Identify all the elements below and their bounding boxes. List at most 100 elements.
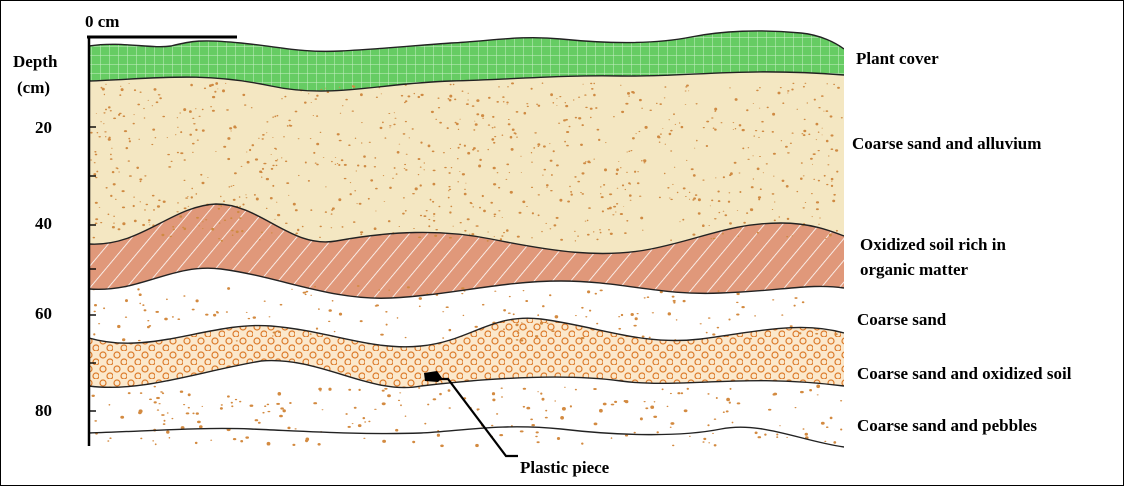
speckle [264,301,266,302]
speckle [154,401,157,403]
speckle [707,424,709,426]
speckle [462,173,465,175]
speckle [632,137,635,139]
speckle [102,88,105,91]
speckle [630,200,632,201]
speckle [590,117,592,118]
speckle [118,172,120,173]
speckle [289,125,291,126]
speckle [684,409,688,412]
speckle [223,146,226,148]
speckle [202,228,203,229]
speckle [544,169,547,171]
speckle [614,401,617,403]
speckle [184,159,186,161]
speckle [94,162,96,163]
speckle [191,196,193,198]
speckle [344,178,347,179]
speckle [231,131,232,132]
speckle [105,136,106,137]
speckle [200,174,202,176]
speckle [313,115,314,116]
speckle [262,134,265,136]
speckle [256,198,259,201]
speckle [276,403,280,405]
speckle [474,121,475,122]
speckle [773,176,774,177]
speckle [164,318,168,321]
speckle [180,152,183,154]
speckle [249,149,251,151]
speckle [706,332,708,334]
speckle [96,171,98,173]
speckle [835,333,838,335]
speckle [136,167,139,169]
speckle [693,197,696,199]
speckle [748,147,749,148]
speckle [582,124,584,126]
speckle [794,305,796,307]
speckle [508,123,511,125]
speckle [205,314,208,316]
speckle [805,202,806,203]
speckle [156,397,160,399]
speckle [477,150,479,151]
speckle [406,154,408,155]
speckle [304,102,307,104]
speckle [513,313,515,315]
speckle [266,178,269,180]
speckle [285,223,288,224]
speckle [821,95,824,97]
speckle [172,226,174,228]
speckle [542,175,544,176]
speckle [509,296,511,297]
speckle [419,297,422,300]
speckle [144,175,146,176]
speckle [149,325,152,327]
speckle [193,123,196,124]
speckle [126,147,129,149]
speckle [140,201,141,202]
speckle [262,412,264,414]
speckle [533,147,535,149]
speckle [163,201,166,203]
speckle [595,107,597,109]
speckle [92,395,95,397]
speckle [524,112,527,115]
speckle [830,417,833,420]
speckle [446,306,449,308]
speckle [712,433,714,434]
speckle [569,126,571,128]
speckle [122,222,125,225]
speckle [517,332,520,333]
speckle [94,304,97,306]
speckle [277,115,279,117]
speckle [202,221,203,222]
speckle [394,112,395,113]
speckle [636,133,637,134]
speckle [649,337,651,339]
speckle [581,337,585,339]
speckle [162,392,164,394]
speckle [550,93,553,96]
speckle [587,234,590,236]
speckle [494,214,497,216]
label-coarse-sand-alluvium: Coarse sand and alluvium [852,133,1041,155]
speckle [210,440,212,441]
speckle [338,164,340,166]
speckle [510,136,513,139]
speckle [679,122,680,123]
speckle [420,142,422,144]
speckle [355,138,356,139]
speckle [787,93,788,94]
speckle [129,140,131,142]
speckle [179,215,182,218]
speckle [742,129,745,131]
speckle [308,180,310,182]
speckle [713,128,715,129]
speckle [331,213,333,214]
speckle [278,392,282,396]
speckle [169,236,172,238]
speckle [580,192,582,193]
speckle [476,225,479,227]
